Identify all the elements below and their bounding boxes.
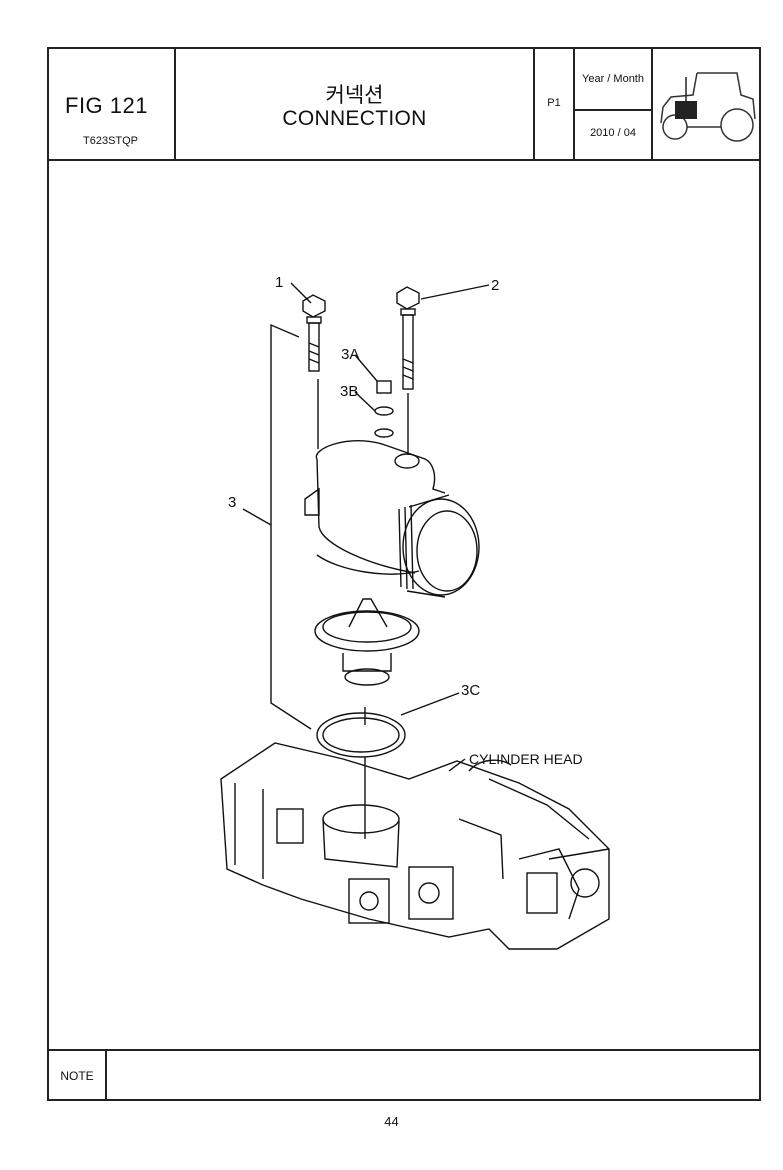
figure-label: FIG 121 [65,93,148,118]
cylinder-head-label: CYLINDER HEAD [469,751,583,767]
page-number: 44 [384,1114,399,1129]
title-cell: 커넥션 CONNECTION [176,49,535,159]
exploded-parts-drawing: 1 2 3A 3B 3 3C CYLINDER HEAD [220,274,610,950]
page-code: P1 [547,97,561,109]
year-month-value: 2010 / 04 [590,127,636,139]
tractor-icon [660,72,756,142]
callout-3c: 3C [461,682,480,699]
date-cell: Year / Month 2010 / 04 [575,49,653,159]
thumbnail-cell [653,49,759,159]
callout-2: 2 [491,277,499,294]
figure-code: T623STQP [83,135,139,147]
callout-1: 1 [275,274,283,291]
page-code-cell: P1 [535,49,575,159]
parts-sheet: FIG 121 T623STQP 커넥션 CONNECTION P1 Year … [47,47,761,1101]
date-divider [575,109,651,111]
note-row: NOTE [49,1049,759,1101]
title-english: CONNECTION [282,107,427,130]
callout-3: 3 [228,494,236,511]
parts-linework [220,282,610,950]
note-label: NOTE [49,1051,107,1101]
header-block: FIG 121 T623STQP 커넥션 CONNECTION P1 Year … [49,49,759,161]
year-month-label: Year / Month [582,73,644,85]
figure-cell: FIG 121 T623STQP [49,49,176,159]
title-korean: 커넥션 [325,84,384,107]
callout-3b: 3B [340,383,358,400]
callout-3a: 3A [341,346,359,363]
